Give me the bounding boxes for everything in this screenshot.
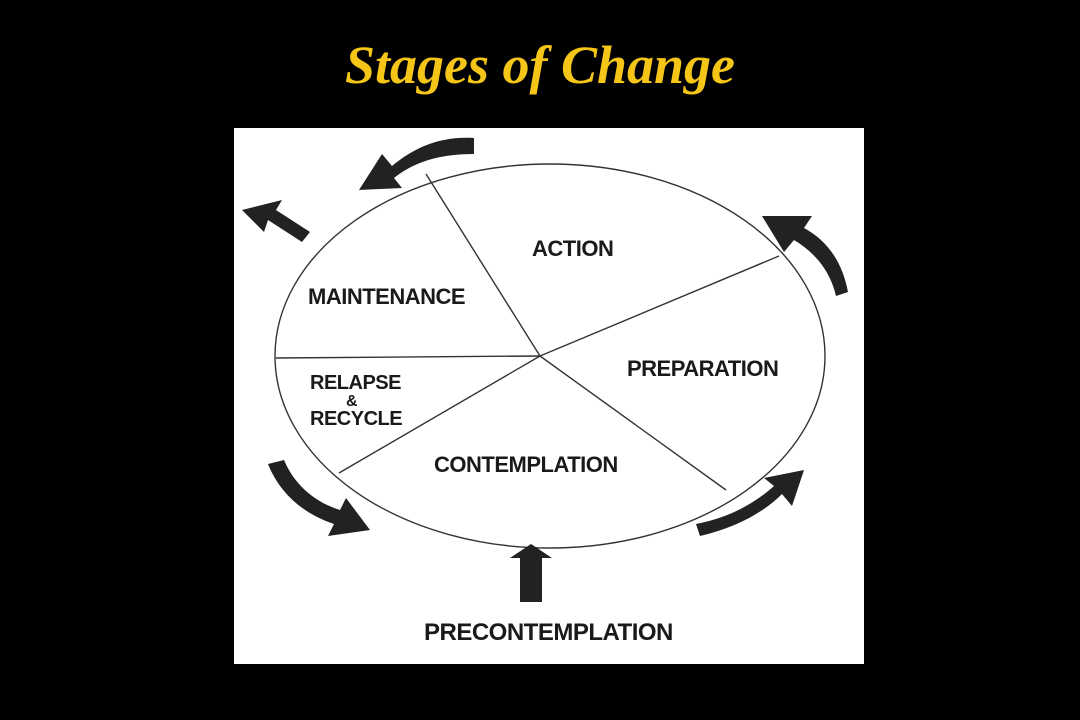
curved-arrow-icon [696,470,804,536]
stages-ellipse [274,163,826,549]
stages-diagram: ACTION PREPARATION CONTEMPLATION RELAPSE… [234,128,864,664]
divider-maintenance-action [425,173,541,357]
divider-preparation-contemplation [539,355,727,491]
stage-contemplation: CONTEMPLATION [434,452,618,477]
curved-arrow-icon [359,137,474,190]
straight-arrow-icon [242,200,310,242]
stage-relapse: RELAPSE [310,372,401,394]
stage-relapse-ampersand: & [346,393,358,410]
curved-arrow-icon [268,460,370,536]
divider-relapse-maintenance [275,355,541,359]
up-arrow-icon [510,544,552,602]
slide-title: Stages of Change [344,35,736,95]
stages-diagram-svg: ACTION PREPARATION CONTEMPLATION RELAPSE… [242,137,848,646]
stage-maintenance: MAINTENANCE [308,284,465,309]
divider-action-preparation [539,255,780,357]
curved-arrow-icon [762,216,848,296]
stage-action: ACTION [532,236,613,261]
stage-preparation: PREPARATION [627,356,778,381]
entry-precontemplation: PRECONTEMPLATION [424,619,673,646]
stage-recycle: RECYCLE [310,408,402,430]
divider-contemplation-relapse [338,355,541,474]
